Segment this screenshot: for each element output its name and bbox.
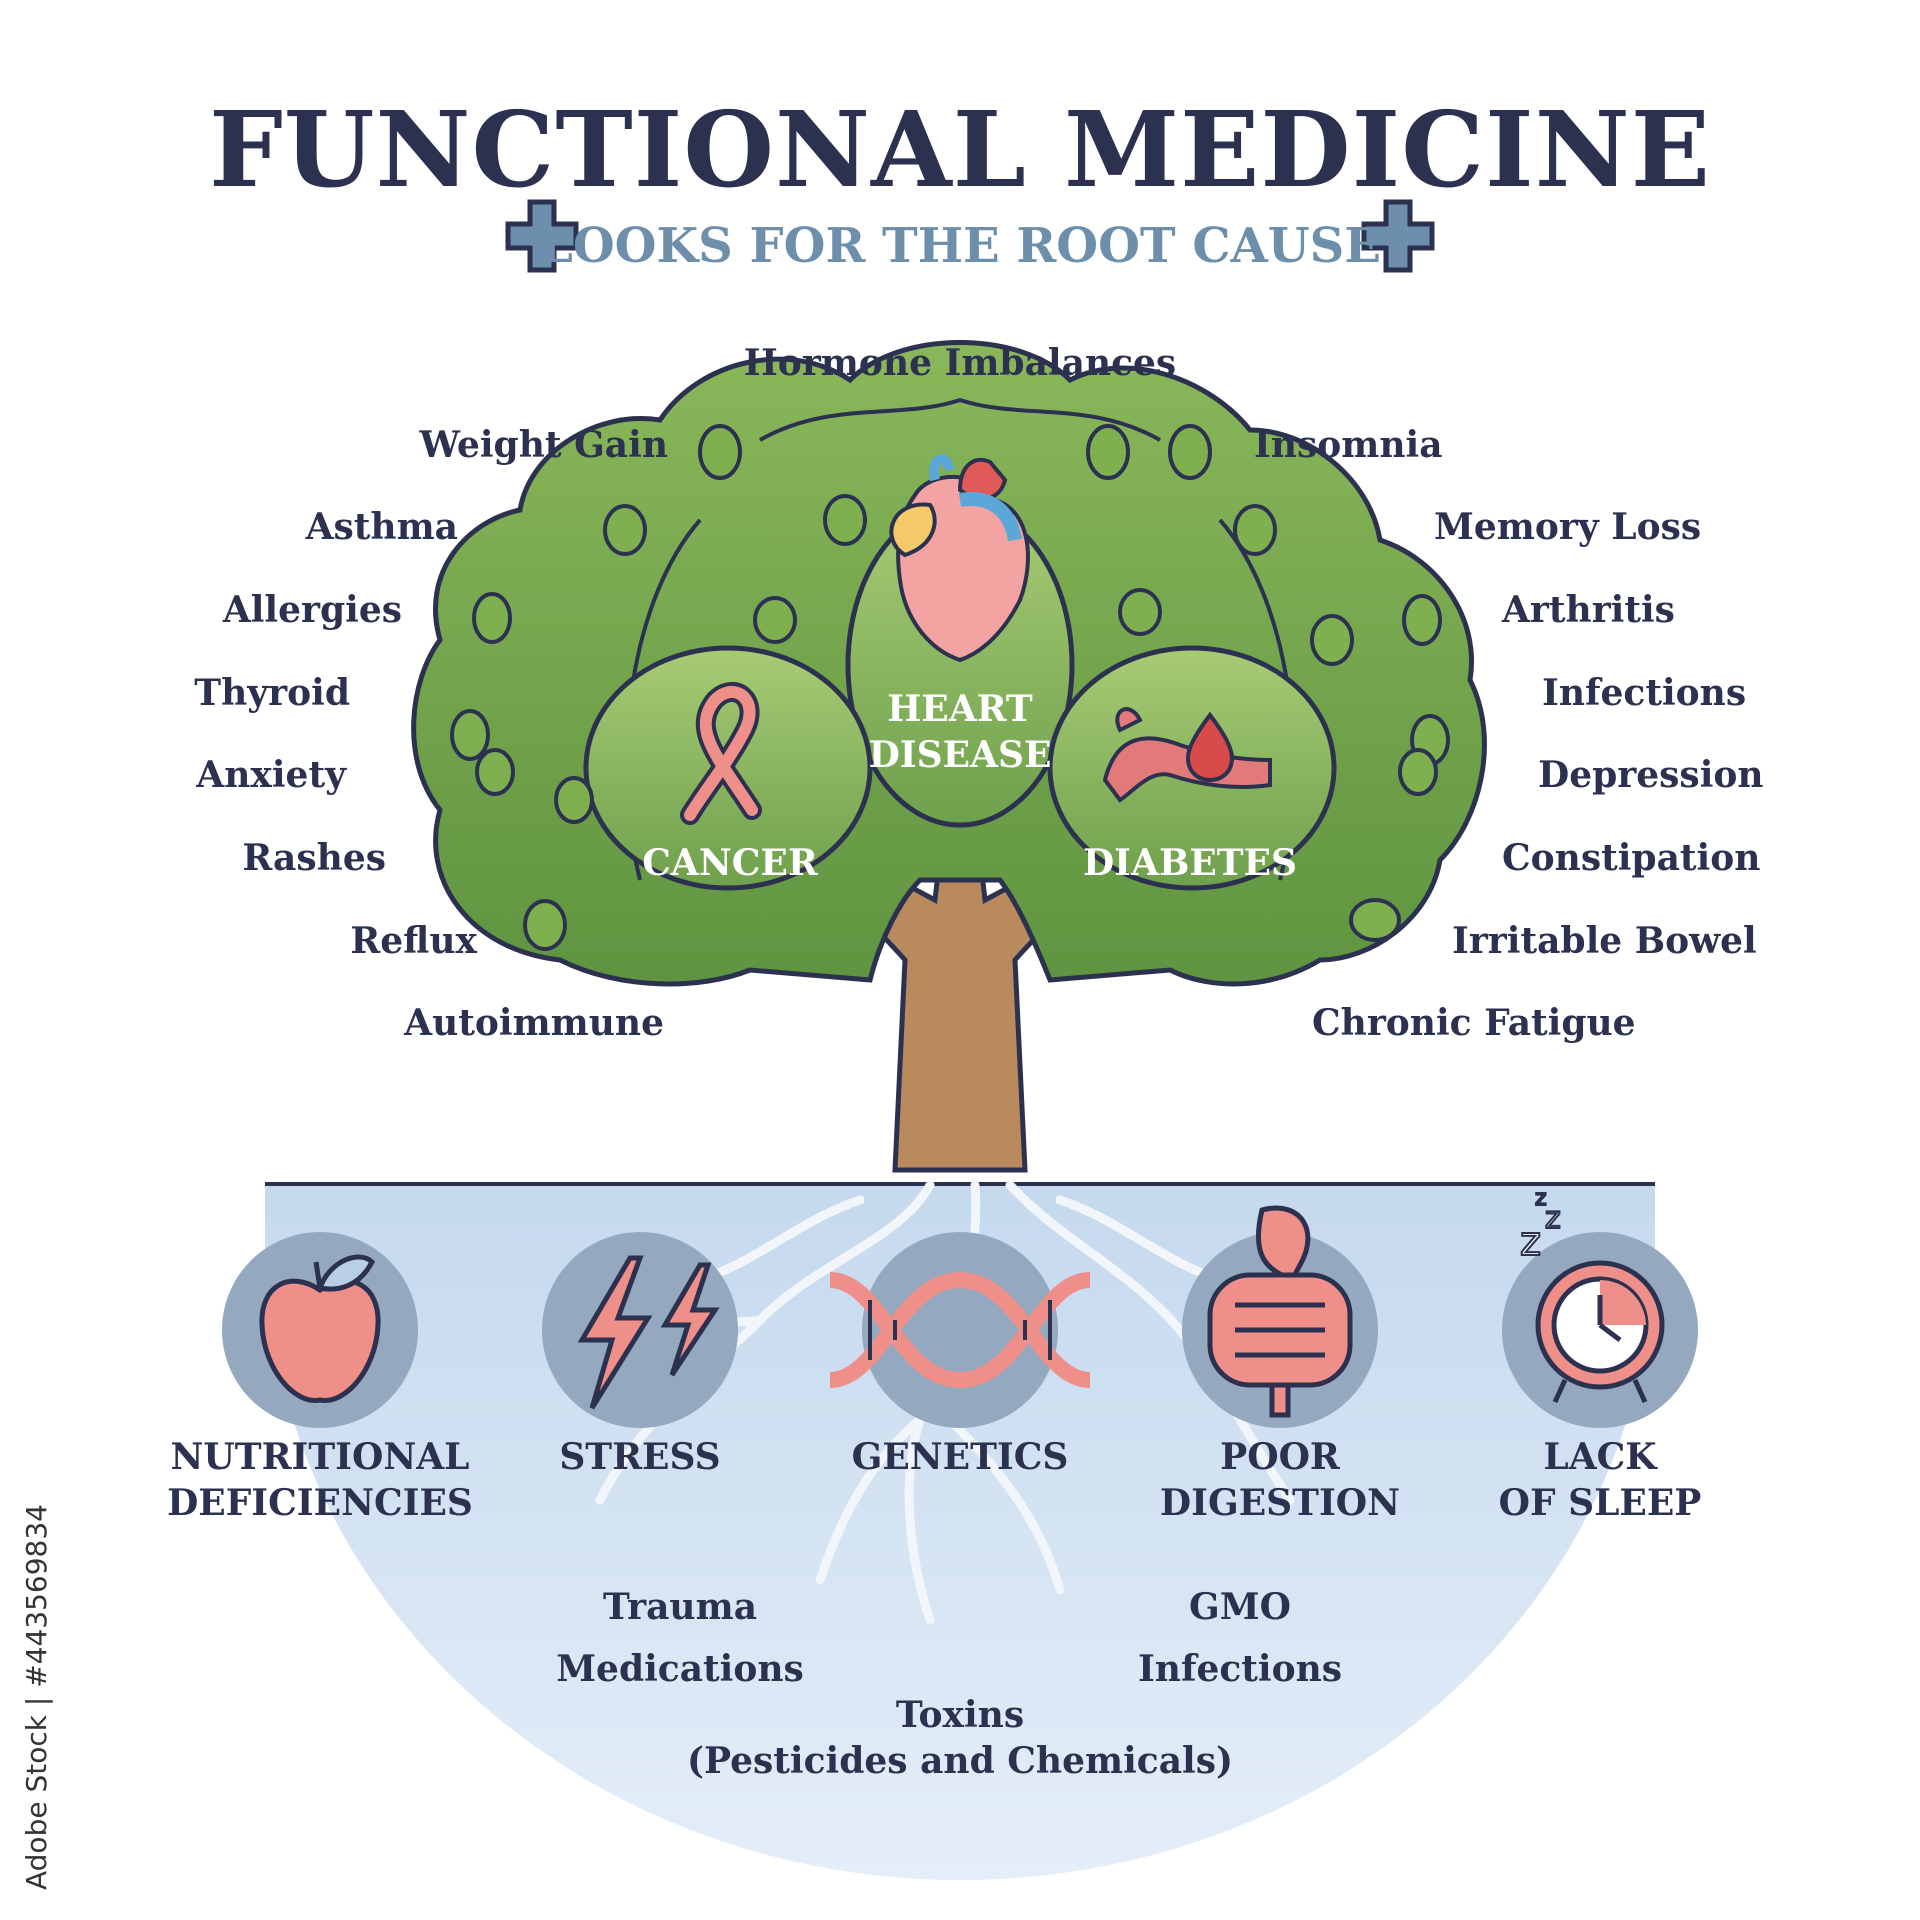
plus-icon-left bbox=[505, 199, 579, 273]
lightning-icon bbox=[577, 1255, 720, 1410]
symptom-right: Infections bbox=[1542, 672, 1747, 714]
diabetes-label: DIABETES bbox=[1082, 842, 1298, 884]
symptom-right: Insomnia bbox=[1254, 424, 1443, 466]
page-title: FUNCTIONAL MEDICINE bbox=[208, 88, 1712, 211]
heart-icon bbox=[889, 454, 1030, 663]
factor-gmo: GMO bbox=[1189, 1586, 1291, 1628]
plus-icon-right bbox=[1361, 199, 1435, 273]
symptom-right: Constipation bbox=[1502, 837, 1761, 879]
cancer-label: CANCER bbox=[642, 842, 818, 884]
symptom-left: Rashes bbox=[242, 837, 386, 879]
root-cause-label: POOR DIGESTION bbox=[1159, 1436, 1401, 1524]
symptom-top: Hormone Imbalances bbox=[743, 342, 1177, 384]
symptom-right: Irritable Bowel bbox=[1452, 920, 1757, 962]
heart-disease-label: HEART DISEASE bbox=[868, 688, 1052, 776]
svg-text:z: z bbox=[1545, 1201, 1561, 1236]
sleep-z-icon: z bbox=[1520, 1219, 1541, 1265]
factor-toxins: Toxins (Pesticides and Chemicals) bbox=[686, 1694, 1233, 1782]
factor-medications: Medications bbox=[556, 1648, 804, 1690]
root-cause-label: STRESS bbox=[559, 1436, 721, 1478]
factor-infections: Infections bbox=[1137, 1648, 1343, 1690]
symptom-left: Allergies bbox=[222, 589, 402, 631]
symptom-left: Weight Gain bbox=[419, 424, 668, 466]
svg-text:z: z bbox=[1535, 1186, 1547, 1211]
symptom-left: Autoimmune bbox=[404, 1002, 664, 1044]
page-subtitle: LOOKS FOR THE ROOT CAUSE bbox=[539, 218, 1381, 274]
symptom-left: Thyroid bbox=[194, 672, 350, 714]
symptom-left: Asthma bbox=[305, 506, 458, 548]
symptom-left: Reflux bbox=[350, 920, 477, 962]
blood-drop-icon bbox=[1185, 711, 1235, 783]
symptom-right: Chronic Fatigue bbox=[1312, 1002, 1636, 1044]
apple-icon bbox=[259, 1254, 381, 1403]
factor-trauma: Trauma bbox=[602, 1586, 758, 1628]
intestine-icon bbox=[1207, 1205, 1353, 1418]
root-cause-label: GENETICS bbox=[851, 1436, 1069, 1478]
symptom-right: Depression bbox=[1538, 754, 1764, 796]
leaves bbox=[450, 424, 1450, 951]
symptom-left: Anxiety bbox=[196, 754, 346, 796]
dna-icon bbox=[829, 1271, 1091, 1389]
alarm-clock-icon bbox=[1535, 1260, 1665, 1404]
root-cause-label: LACK OF SLEEP bbox=[1498, 1436, 1702, 1524]
stock-credit: Adobe Stock | #443569834 bbox=[20, 1504, 53, 1890]
root-cause-label: NUTRITIONAL DEFICIENCIES bbox=[167, 1436, 473, 1524]
pancreas-icon bbox=[1102, 707, 1272, 803]
symptom-right: Memory Loss bbox=[1434, 506, 1702, 548]
symptom-right: Arthritis bbox=[1502, 589, 1675, 631]
